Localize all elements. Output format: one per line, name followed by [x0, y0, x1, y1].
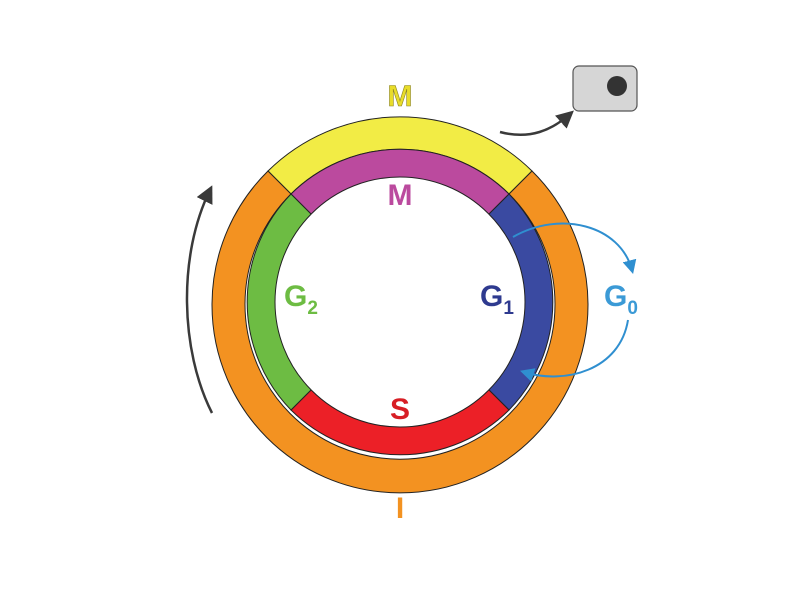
- g1-to-g0-arrow: [512, 222, 637, 275]
- label-outer-mitosis: M: [388, 80, 413, 113]
- label-g0-subscript: 0: [627, 298, 638, 319]
- cell-box: [572, 65, 638, 112]
- inner-ring-segments: [246, 148, 554, 456]
- label-g1-main: G: [480, 280, 503, 313]
- label-g0: G0: [604, 280, 638, 319]
- label-g1: G1: [480, 280, 514, 319]
- label-g0-main: G: [604, 280, 627, 313]
- label-g2-subscript: 2: [307, 298, 318, 319]
- cell-division-arrow: [499, 110, 574, 137]
- outer-ring: [211, 116, 589, 494]
- label-inner-mitosis: M: [388, 179, 413, 212]
- label-outer-interphase: I: [396, 492, 404, 525]
- inner-center: [274, 176, 526, 428]
- g0-to-g1-arrow: [519, 319, 629, 382]
- cycle-direction-arrow: [185, 185, 214, 414]
- label-g2: G2: [284, 280, 318, 319]
- cell-nucleus: [607, 76, 627, 96]
- cell-icon: [572, 65, 638, 112]
- label-s: S: [390, 393, 410, 426]
- label-g2-main: G: [284, 280, 307, 313]
- label-g1-subscript: 1: [503, 298, 514, 319]
- outer-ring-interphase-segment: [211, 170, 589, 494]
